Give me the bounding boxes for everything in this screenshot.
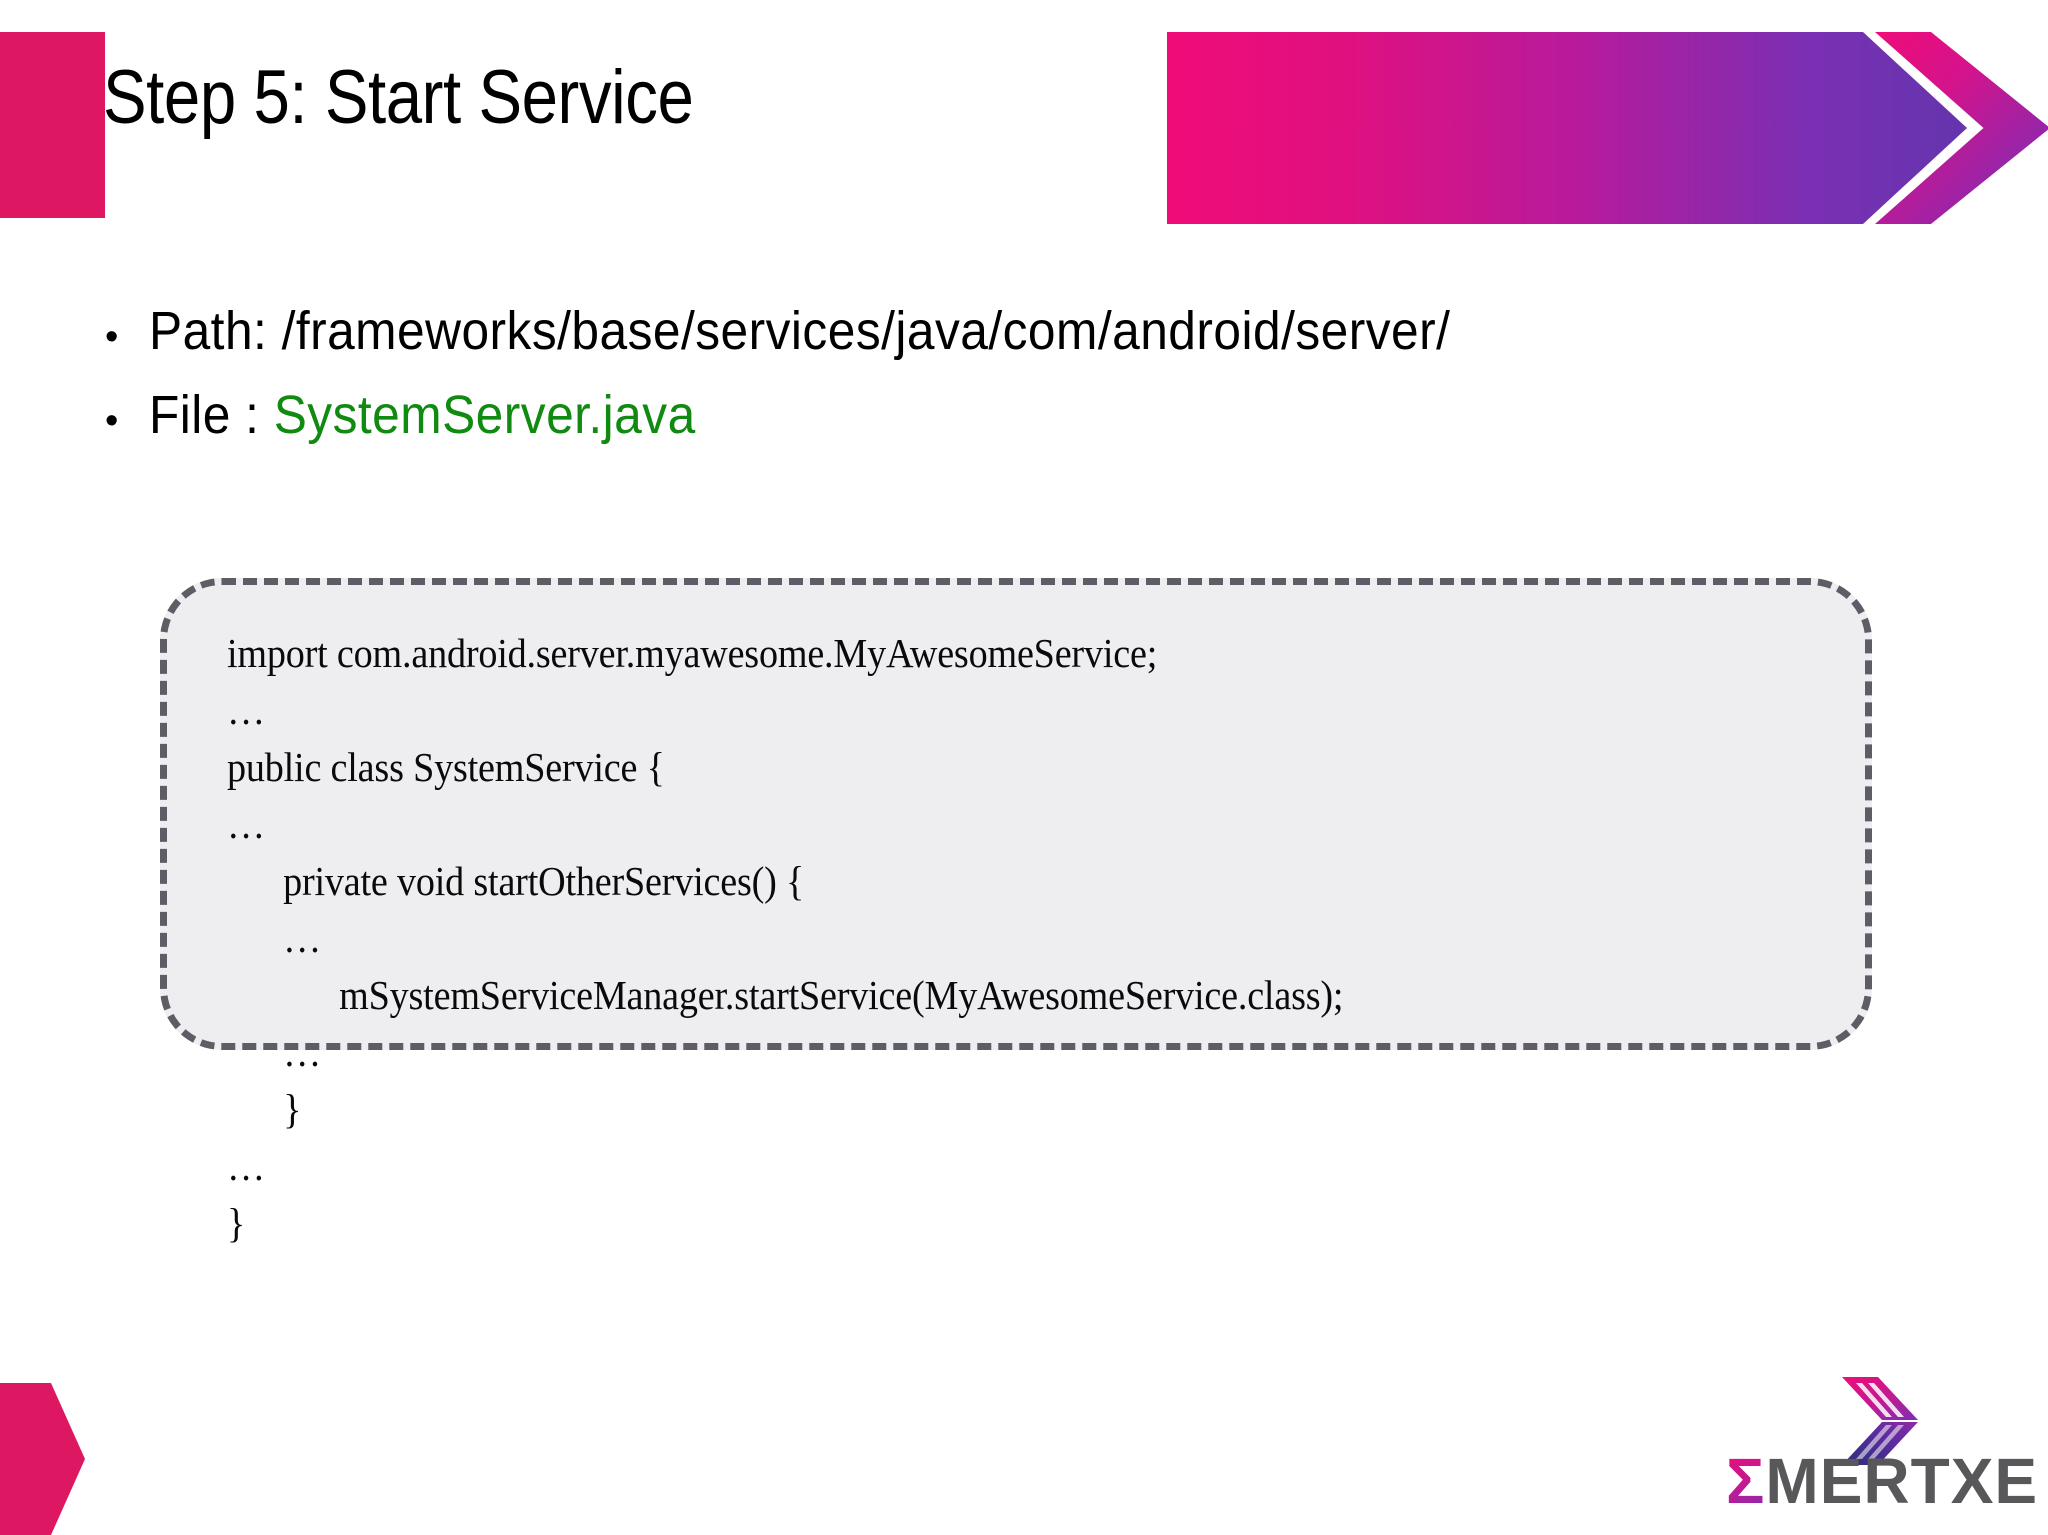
emertxe-wordmark: ΣMERTXE [1726,1449,2037,1513]
code-line: private void startOtherServices() { [227,858,805,904]
code-line: mSystemServiceManager.startService(MyAwe… [227,972,1344,1018]
code-line: } [227,1200,246,1246]
bullet-marker-icon: • [105,316,119,358]
emertxe-chevron-icon [1842,1377,1918,1465]
header-accent-bar [0,32,105,218]
page-title: Step 5: Start Service [103,55,694,140]
code-line: … [227,801,265,847]
bullet-file-value: SystemServer.java [273,385,696,445]
bullet-file-text: File : SystemServer.java [149,384,696,446]
emertxe-logo: ΣMERTXE [1726,1375,2037,1527]
bullet-path-label: Path: /frameworks/base/services/java/com… [149,301,1451,361]
code-line: } [227,1086,302,1132]
code-line: … [227,915,322,961]
header-banner [1167,32,2048,224]
code-line: import com.android.server.myawesome.MyAw… [227,630,1158,676]
code-line: … [227,1029,322,1075]
code-line: … [227,1143,265,1189]
list-item: • File : SystemServer.java [105,384,1905,446]
bullet-list: • Path: /frameworks/base/services/java/c… [105,300,1905,468]
bullet-marker-icon: • [105,400,119,442]
emertxe-sigma-glyph: Σ [1726,1445,1766,1517]
code-block: import com.android.server.myawesome.MyAw… [160,578,1872,1246]
emertxe-name-text: MERTXE [1765,1445,2039,1517]
list-item: • Path: /frameworks/base/services/java/c… [105,300,1905,362]
banner-gradient-arrow [1167,32,1967,224]
code-line: … [227,687,265,733]
code-line: public class SystemService { [227,744,665,790]
bullet-file-label: File : [149,385,274,445]
bullet-path-text: Path: /frameworks/base/services/java/com… [149,300,1450,362]
footer-accent-arrow-icon [0,1383,85,1535]
